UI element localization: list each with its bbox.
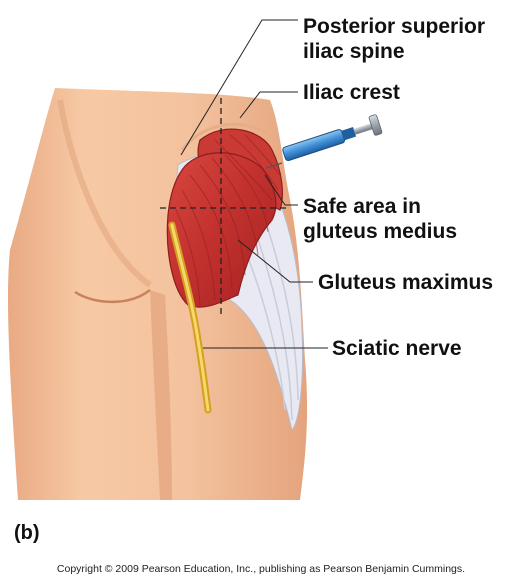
fascia-stripe-1: [254, 229, 293, 421]
label-sciatic-nerve: Sciatic nerve: [332, 337, 462, 360]
gluteal-fold: [74, 289, 151, 304]
label-iliac-crest: Iliac crest: [303, 81, 400, 104]
psis-leader: [180, 19, 298, 156]
safe-area-leader: [264, 174, 298, 206]
label-psis-line2: iliac spine: [303, 40, 405, 63]
leader-lines: [180, 19, 328, 349]
iliac-crest-leader: [239, 91, 298, 119]
panel-letter: (b): [14, 522, 40, 544]
label-safe-area-line1: Safe area in: [303, 195, 421, 218]
syringe-icon: [265, 114, 383, 169]
label-safe-area-line2: gluteus medius: [303, 220, 458, 243]
label-posterior-superior-iliac-spine: Posterior superior iliac spine: [303, 14, 485, 64]
muscle-fibers: [175, 134, 281, 306]
sciatic-nerve-highlight: [170, 223, 210, 412]
left-buttock-shading: [57, 99, 152, 288]
thigh-gap: [150, 290, 172, 500]
iliac-crest-outline: [180, 122, 271, 151]
gluteus-maximus-leader: [237, 239, 313, 283]
label-gluteus-maximus: Gluteus maximus: [318, 271, 494, 294]
fascia-stripe-2: [244, 249, 286, 411]
fascia-stripe-3: [264, 219, 299, 401]
copyright-notice: Copyright © 2009 Pearson Education, Inc.…: [56, 563, 466, 575]
label-psis-line1: Posterior superior: [303, 15, 486, 38]
label-safe-area: Safe area in gluteus medius: [303, 194, 457, 244]
